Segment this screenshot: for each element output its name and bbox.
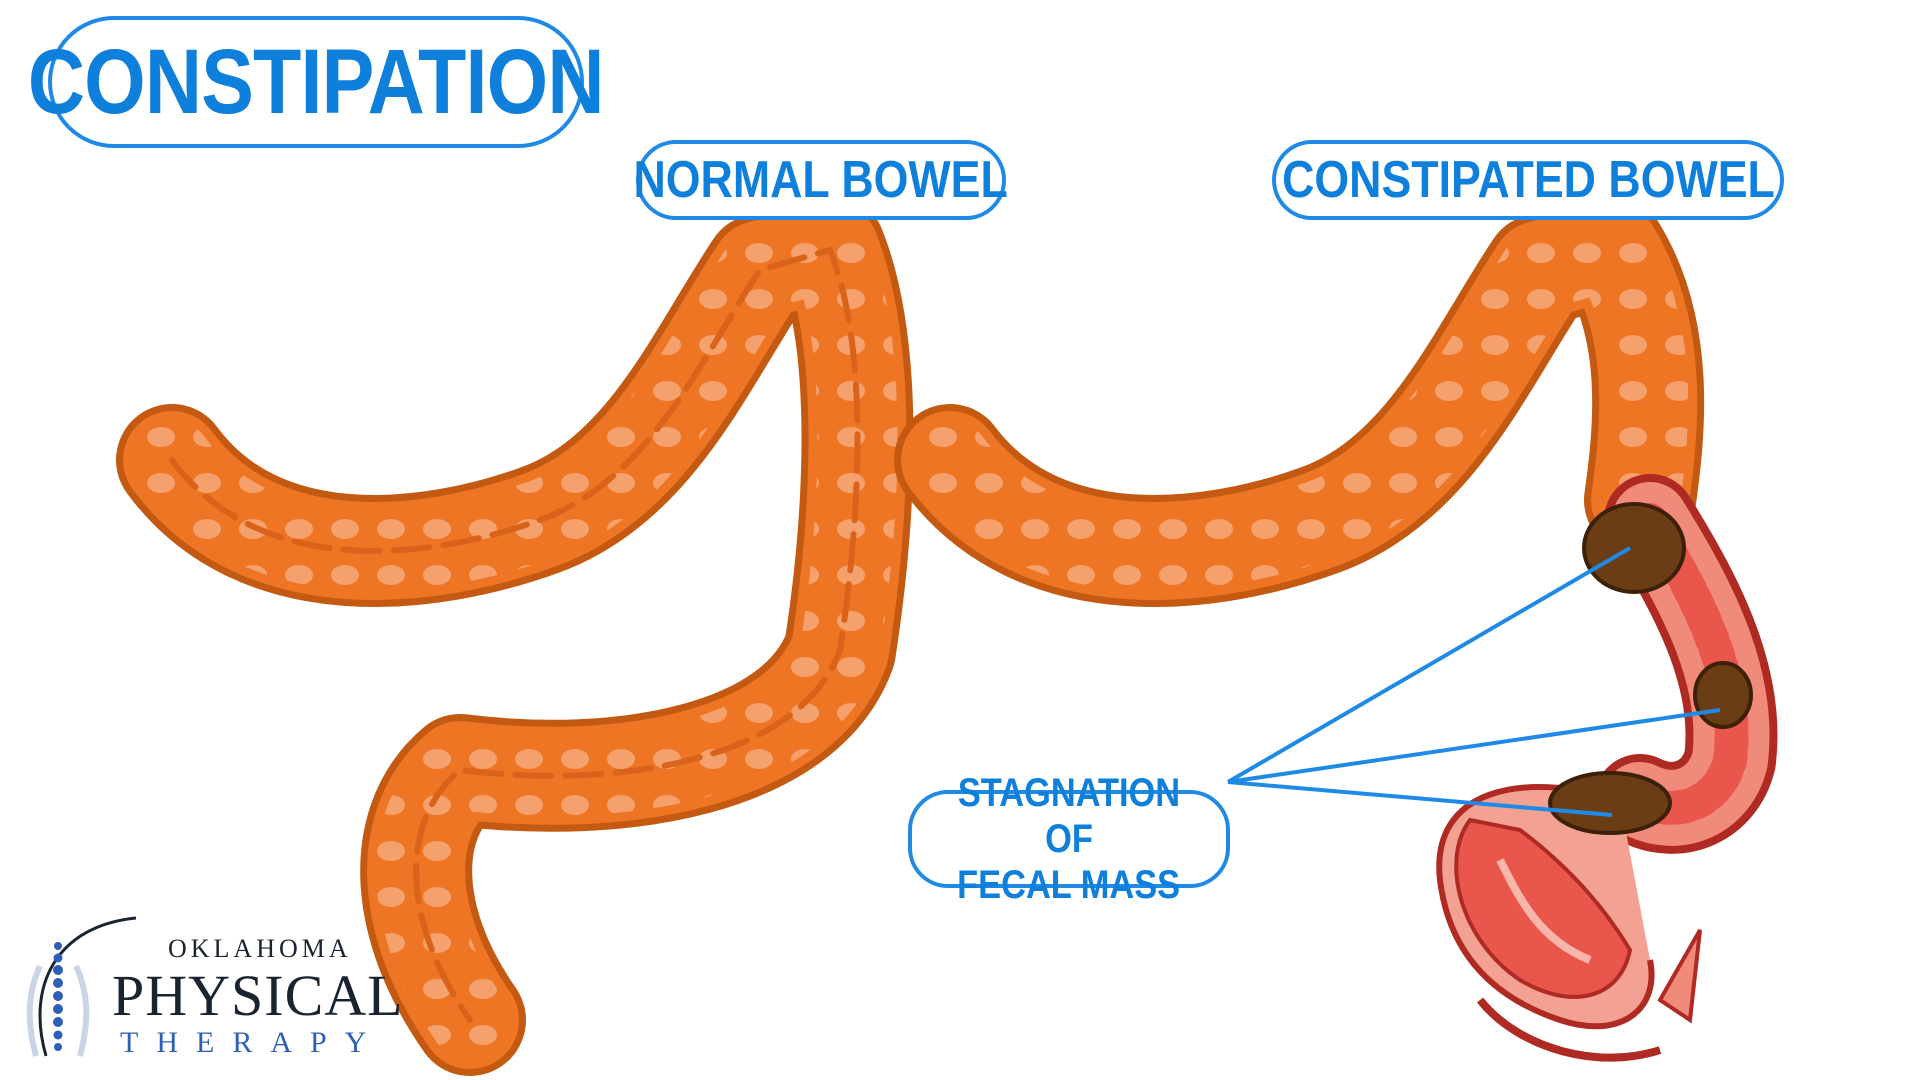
callout-line-2: FECAL MASS — [957, 863, 1181, 907]
callout-line-1: STAGNATION OF — [957, 771, 1181, 861]
fecal-mass-upper — [1582, 502, 1686, 594]
constipated-bowel-label-text: CONSTIPATED BOWEL — [1281, 151, 1775, 209]
logo-physical: PHYSICAL — [112, 963, 404, 1028]
normal-bowel-label-text: NORMAL BOWEL — [633, 151, 1009, 209]
fecal-mass-middle — [1693, 661, 1753, 729]
constipated-bowel — [894, 194, 1778, 1062]
normal-bowel-label: NORMAL BOWEL — [633, 140, 1009, 220]
logo-oklahoma: OKLAHOMA — [168, 934, 352, 963]
callout-pointers — [1226, 546, 1721, 817]
stagnation-callout: STAGNATION OF FECAL MASS — [908, 771, 1230, 907]
spine-icon — [26, 916, 137, 1057]
constipated-bowel-label: CONSTIPATED BOWEL — [1272, 140, 1784, 220]
normal-bowel — [116, 194, 914, 1076]
inflamed-colon-section — [1436, 474, 1778, 1062]
fecal-mass-lower — [1548, 771, 1672, 835]
clinic-logo: OKLAHOMA PHYSICAL THERAPY — [16, 906, 416, 1076]
logo-therapy: THERAPY — [120, 1026, 385, 1059]
page-title: CONSTIPATION — [28, 16, 605, 148]
page-title-text: CONSTIPATION — [28, 30, 605, 133]
